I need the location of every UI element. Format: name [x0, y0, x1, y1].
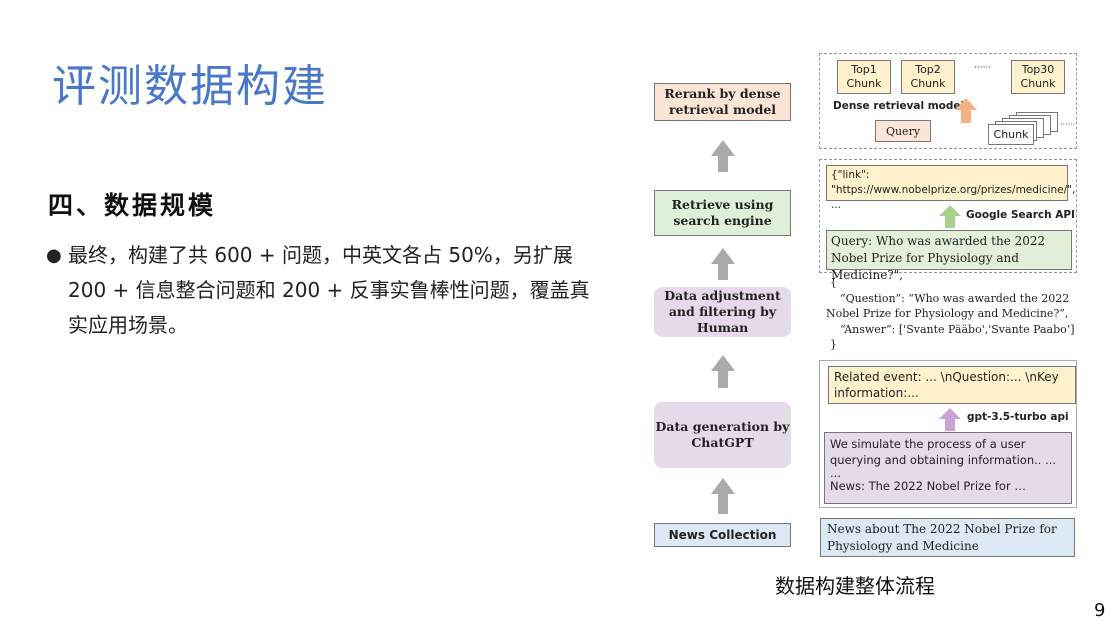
chunk-ellipsis: ······ — [974, 63, 992, 73]
news-box: News about The 2022 Nobel Prize for Phys… — [820, 518, 1075, 557]
stage-rerank-label: Rerank by dense retrieval model — [664, 86, 781, 117]
bullet-dot-icon: ● — [46, 245, 62, 266]
stage-news: News Collection — [654, 523, 791, 547]
stage-retrieve-label: Retrieve using search engine — [671, 197, 774, 228]
page-number: 9 — [1094, 600, 1106, 621]
generation-panel — [819, 360, 1077, 508]
stage-adjust: Data adjustment and filtering by Human — [654, 287, 791, 337]
stage-generation-label: Data generation by ChatGPT — [655, 419, 790, 450]
dense-model-label: Dense retrieval model — [833, 100, 965, 112]
arrow-up-icon — [955, 98, 977, 123]
qa-close-brace: } — [830, 338, 837, 351]
qa-open-brace: { — [830, 276, 837, 289]
prompt-box: We simulate the process of a user queryi… — [824, 432, 1072, 504]
related-event-box: Related event: ... \nQuestion:... \nKey … — [828, 366, 1076, 404]
stage-rerank: Rerank by dense retrieval model — [654, 83, 791, 121]
rerank-panel — [819, 53, 1077, 149]
stage-news-label: News Collection — [668, 528, 777, 542]
pipeline-arrows — [711, 140, 735, 514]
retrieve-panel — [819, 159, 1077, 273]
arrow-up-icon — [711, 355, 735, 388]
search-query-box: Query: Who was awarded the 2022 Nobel Pr… — [826, 230, 1072, 282]
prompt-line-2: ... — [830, 466, 841, 480]
chunk-stack: Chunk ······ — [988, 112, 1078, 146]
qa-question: “Question”: “Who was awarded the 2022 No… — [826, 291, 1070, 321]
stage-adjust-label: Data adjustment and filtering by Human — [664, 288, 781, 335]
arrow-up-icon — [711, 140, 735, 172]
prompt-line-1: We simulate the process of a user queryi… — [830, 437, 1057, 467]
chunk-card: Chunk — [988, 124, 1034, 145]
slide-title: 评测数据构建 — [52, 61, 328, 112]
bullet-item: ● 最终，构建了共 600 + 问题，中英文各占 50%，另扩展 200 + 信… — [46, 238, 590, 343]
chunk-top2: Top2 Chunk — [901, 60, 955, 94]
search-result-link: {"link": "https://www.nobelprize.org/pri… — [826, 165, 1075, 211]
gpt-api-label: gpt-3.5-turbo api — [967, 411, 1069, 423]
query-box: Query — [875, 120, 931, 142]
bullet-text: 最终，构建了共 600 + 问题，中英文各占 50%，另扩展 200 + 信息整… — [68, 243, 590, 337]
chunk-top30: Top30 Chunk — [1011, 60, 1065, 94]
arrow-up-icon — [711, 248, 735, 280]
stage-retrieve: Retrieve using search engine — [654, 190, 791, 236]
section-heading: 四、数据规模 — [48, 191, 217, 220]
stage-generation: Data generation by ChatGPT — [654, 402, 791, 468]
arrow-up-icon — [711, 478, 735, 514]
prompt-line-3: News: The 2022 Nobel Prize for … — [830, 479, 1026, 493]
google-api-label: Google Search API — [966, 209, 1075, 221]
figure-caption: 数据构建整体流程 — [775, 574, 935, 598]
arrow-up-icon — [939, 205, 961, 228]
qa-answer: “Answer”: ['Svante Pääbo','Svante Paabo’… — [840, 322, 1075, 336]
chunk-top1: Top1 Chunk — [837, 60, 891, 94]
arrow-up-icon — [939, 408, 961, 431]
qa-json: { “Question”: “Who was awarded the 2022 … — [826, 275, 1076, 353]
